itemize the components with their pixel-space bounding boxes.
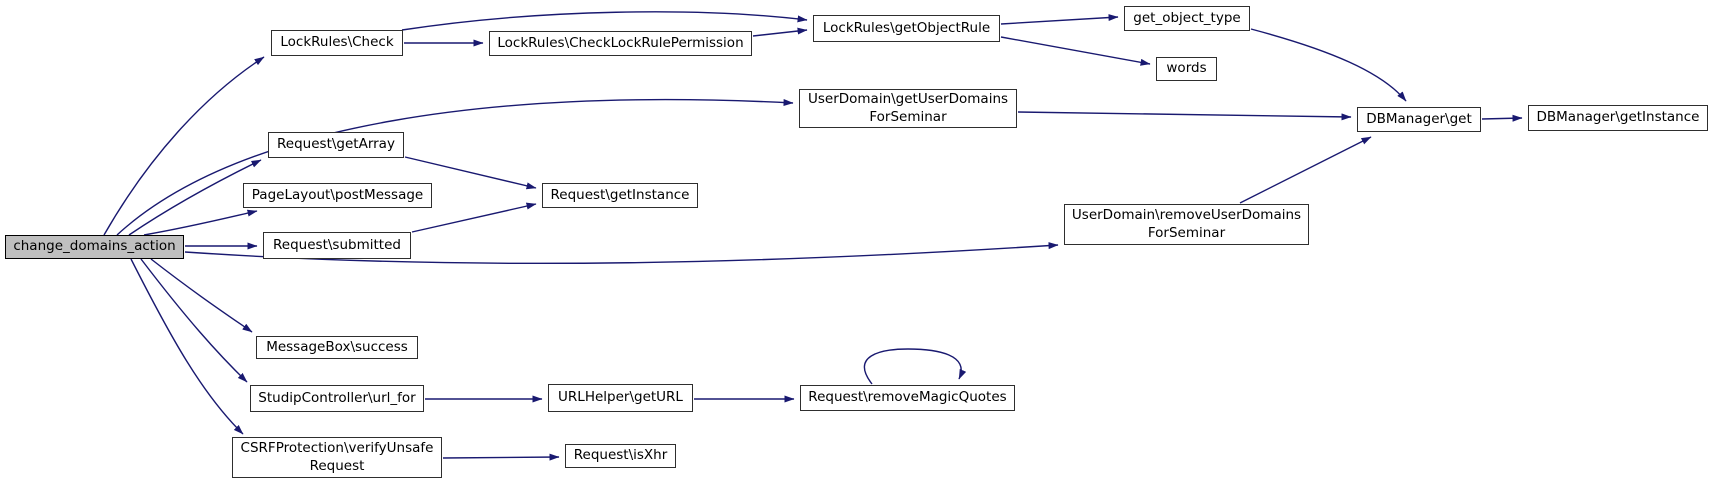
node-label: words: [1166, 60, 1207, 77]
node-label: CSRFProtection\verifyUnsafe: [240, 439, 434, 456]
edge-userdomain-removeuserdomainsforseminar-to-dbmanager-get: [1239, 136, 1372, 204]
node-request-getinstance[interactable]: Request\getInstance: [542, 183, 698, 208]
node-request-getarray[interactable]: Request\getArray: [268, 132, 404, 158]
node-label: ForSeminar: [869, 108, 947, 125]
node-label: LockRules\getObjectRule: [822, 19, 991, 36]
node-get-object-type[interactable]: get_object_type: [1124, 6, 1250, 31]
node-dbmanager-get[interactable]: DBManager\get: [1357, 107, 1481, 132]
edge-lockrules-checklockrulepermission-to-lockrules-getobjectrule: [752, 27, 808, 37]
node-label: Request\submitted: [273, 236, 401, 253]
node-lockrules-check[interactable]: LockRules\Check: [271, 30, 403, 56]
edge-lockrules-getobjectrule-to-words: [1000, 36, 1151, 66]
edge-lockrules-getobjectrule-to-get-object-type: [1000, 14, 1119, 25]
node-urlhelper-geturl[interactable]: URLHelper\getURL: [548, 384, 693, 412]
node-label: Request\removeMagicQuotes: [808, 389, 1007, 406]
node-request-submitted[interactable]: Request\submitted: [263, 232, 411, 259]
edge-change-domains-action-to-csrfprotection-verifyunsaferequest: [130, 258, 244, 435]
edge-change-domains-action-to-lockrules-check: [103, 56, 265, 236]
node-pagelayout-postmessage[interactable]: PageLayout\postMessage: [243, 183, 432, 208]
node-label: PageLayout\postMessage: [251, 186, 424, 203]
edge-change-domains-action-to-pagelayout-postmessage: [143, 209, 258, 236]
node-label: MessageBox\success: [266, 338, 408, 355]
node-request-isxhr[interactable]: Request\isXhr: [565, 444, 676, 468]
edge-change-domains-action-to-studipcontroller-url-for: [140, 258, 248, 383]
node-label: DBManager\getInstance: [1536, 109, 1700, 126]
node-label: Request\getArray: [277, 136, 395, 153]
edge-change-domains-action-to-request-getarray: [128, 159, 262, 236]
edge-change-domains-action-to-messagebox-success: [150, 258, 253, 333]
node-label: Request\isXhr: [573, 447, 668, 464]
edge-lockrules-check-to-lockrules-getobjectrule: [401, 11, 808, 31]
node-dbmanager-getinstance[interactable]: DBManager\getInstance: [1528, 105, 1708, 131]
node-request-removemagicquotes[interactable]: Request\removeMagicQuotes: [800, 385, 1015, 411]
node-label: LockRules\CheckLockRulePermission: [497, 34, 744, 51]
node-label: StudipController\url_for: [258, 389, 416, 406]
node-change-domains-action: change_domains_action: [5, 235, 184, 259]
node-lockrules-getobjectrule[interactable]: LockRules\getObjectRule: [813, 15, 1000, 42]
node-lockrules-checklockrulepermission[interactable]: LockRules\CheckLockRulePermission: [489, 31, 752, 56]
edge-get-object-type-to-dbmanager-get: [1250, 28, 1407, 102]
edge-dbmanager-get-to-dbmanager-getinstance: [1481, 114, 1523, 122]
edge-request-getarray-to-request-getinstance: [404, 156, 537, 190]
node-label: UserDomain\getUserDomains: [807, 90, 1009, 107]
node-label: Request: [309, 457, 365, 474]
node-label: ForSeminar: [1147, 224, 1226, 241]
edge-userdomain-getuserdomainsforseminar-to-dbmanager-get: [1017, 111, 1352, 121]
node-label: change_domains_action: [13, 238, 176, 255]
edge-csrfprotection-verifyunsaferequest-to-request-isxhr: [442, 453, 560, 461]
node-label: get_object_type: [1133, 9, 1241, 26]
node-label: Request\getInstance: [550, 186, 690, 203]
node-label: LockRules\Check: [280, 34, 394, 51]
node-studipcontroller-url-for[interactable]: StudipController\url_for: [250, 385, 424, 412]
edge-request-removemagicquotes-to-request-removemagicquotes: [863, 348, 967, 385]
node-messagebox-success[interactable]: MessageBox\success: [256, 336, 418, 359]
edge-change-domains-action-to-userdomain-getuserdomainsforseminar: [116, 98, 794, 236]
node-words[interactable]: words: [1156, 57, 1217, 81]
node-label: URLHelper\getURL: [558, 389, 683, 406]
node-label: DBManager\get: [1366, 110, 1472, 127]
node-label: UserDomain\removeUserDomains: [1071, 206, 1302, 223]
edge-request-submitted-to-request-getinstance: [411, 202, 537, 233]
